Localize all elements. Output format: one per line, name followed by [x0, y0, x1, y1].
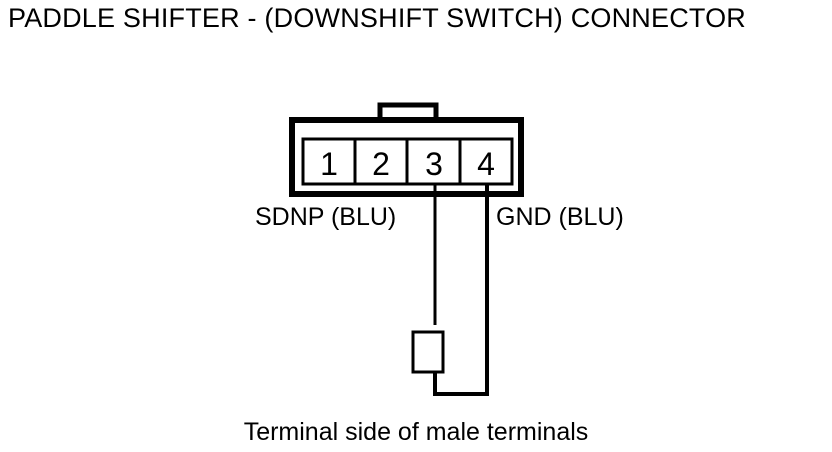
wire-label-pin3: SDNP (BLU) — [255, 203, 397, 231]
latch-tab-icon — [377, 102, 439, 121]
pin-number-4: 4 — [477, 146, 495, 182]
lead-wires — [411, 184, 489, 396]
pin-number-3: 3 — [425, 146, 443, 182]
wire-label-pin4: GND (BLU) — [496, 203, 624, 231]
housing-outline — [289, 117, 524, 197]
pin-number-2: 2 — [372, 146, 390, 182]
diagram-caption: Terminal side of male terminals — [243, 418, 589, 446]
connector-housing — [289, 102, 524, 197]
page-title: PADDLE SHIFTER - (DOWNSHIFT SWITCH) CONN… — [8, 3, 746, 33]
terminal-block — [411, 330, 445, 374]
pin-numbers: 1 2 3 4 — [320, 146, 495, 182]
pin-number-1: 1 — [320, 146, 338, 182]
